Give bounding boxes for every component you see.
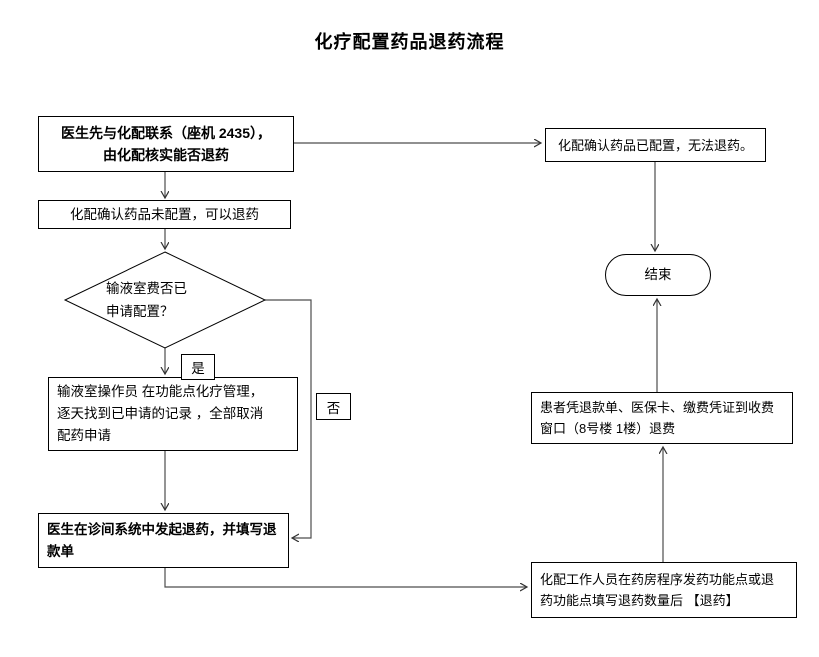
connector-doctor-to-pharmacy <box>164 568 527 587</box>
node-cancel-preparation-request: 输液室操作员 在功能点化疗管理， 逐天找到已申请的记录 ，全部取消 配药申请 <box>48 377 298 451</box>
node-drug-prepared-no-refund: 化配确认药品已配置，无法退药。 <box>545 128 766 162</box>
branch-label-no: 否 <box>316 393 351 420</box>
node-contact-pharmacy: 医生先与化配联系（座机 2435）， 由化配核实能否退药 <box>38 116 294 172</box>
node-drug-not-prepared: 化配确认药品未配置，可以退药 <box>38 200 291 229</box>
branch-label-yes: 是 <box>181 354 215 380</box>
node-pharmacy-return-quantity: 化配工作人员在药房程序发药功能点或退 药功能点填写退药数量后 【退药】 <box>531 562 797 618</box>
node-patient-refund-window: 患者凭退款单、医保卡、缴费凭证到收费 窗口（8号楼 1楼）退费 <box>531 392 793 444</box>
node-doctor-initiate-refund: 医生在诊间系统中发起退药，并填写退 款单 <box>38 513 289 568</box>
node-decision-infusion-fee: 输液室费否已 申请配置？ <box>106 281 187 319</box>
page-title: 化疗配置药品退药流程 <box>314 32 505 52</box>
decision-diamond <box>63 251 267 349</box>
node-end-terminator: 结束 <box>605 254 711 296</box>
connector-decision-no <box>265 299 312 538</box>
